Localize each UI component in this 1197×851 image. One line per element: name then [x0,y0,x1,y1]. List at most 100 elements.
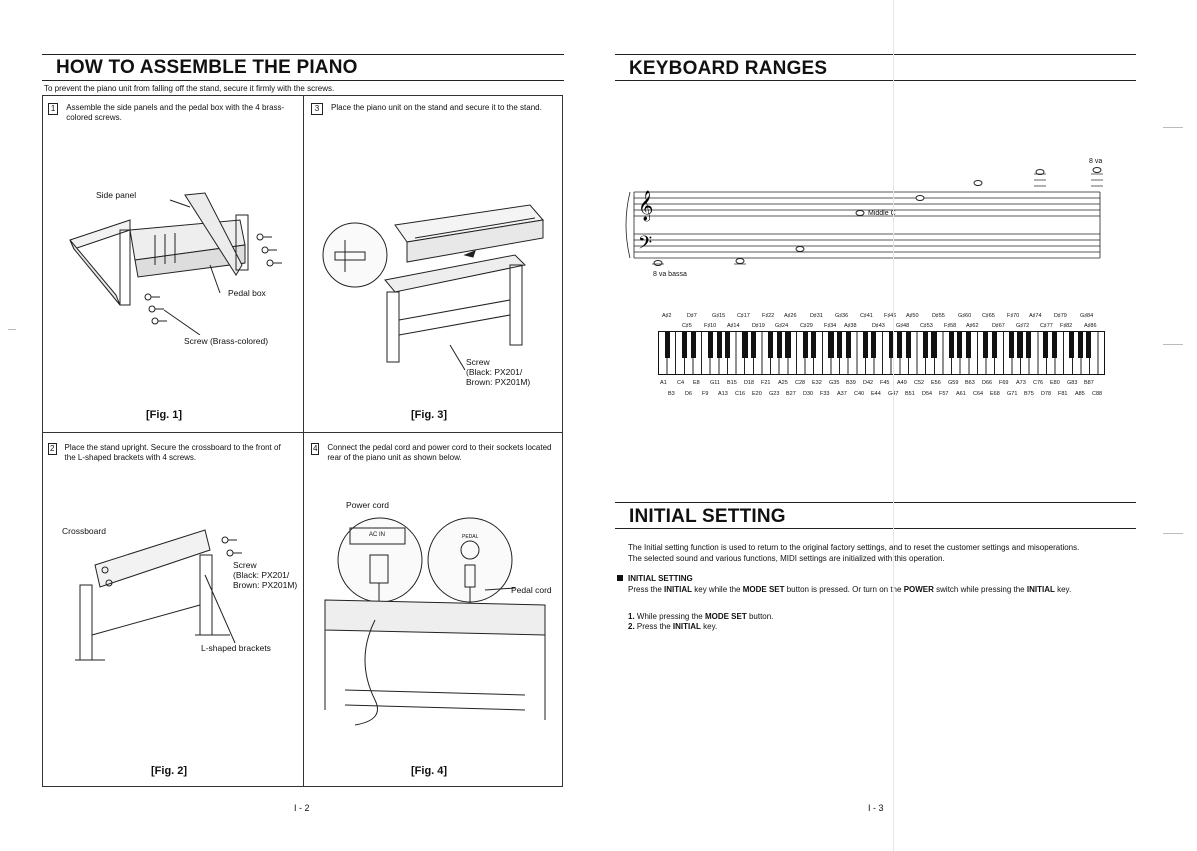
fig1-screw-label: Screw (Brass-colored) [184,336,269,346]
black-key [871,332,877,358]
note-label: E56 [931,380,941,386]
note-label: E68 [990,391,1000,397]
black-key [1077,332,1083,358]
note-label: F♯46 [884,313,897,319]
note-label: F33 [820,391,830,397]
note-label: A♯38 [844,323,857,329]
note-label: G35 [829,380,840,386]
black-key [1017,332,1023,358]
note-label: E32 [812,380,822,386]
step-2: 2 Place the stand upright. Secure the cr… [48,443,293,463]
note-label: C♯53 [920,323,933,329]
note-label: A♯2 [662,313,672,319]
note-label: A♯86 [1084,323,1097,329]
note-label: C♯5 [682,323,692,329]
note-label: G59 [948,380,959,386]
black-key [922,332,929,358]
note-label: B51 [905,391,915,397]
scan-artifact [1163,344,1183,345]
bullet-square-icon [617,575,623,581]
fig4-illustration [324,517,546,726]
piano-keyboard [658,331,1105,375]
instr-text: button is pressed. Or turn on the [784,585,904,594]
note-label: F21 [761,380,771,386]
fig3-illustration [322,204,544,371]
note-label: D78 [1041,391,1052,397]
note-label: C40 [854,391,865,397]
note-label: D♯55 [932,313,945,319]
note-label: G♯36 [835,313,849,319]
note-label: F♯70 [1007,313,1020,319]
step-number: 3 [311,103,323,115]
assembly-intro: To prevent the piano unit from falling o… [44,84,335,93]
left-page-number: I - 2 [294,803,310,813]
fig3-screw-line: (Black: PX201/ [466,367,523,377]
scan-artifact [893,0,894,851]
note-label: F57 [939,391,949,397]
scan-artifact [8,329,16,330]
black-key [948,332,954,358]
note-label: F45 [880,380,890,386]
note-label: A25 [778,380,788,386]
note-label: A♯74 [1029,313,1042,319]
note-label: D42 [863,380,874,386]
note-label: B63 [965,380,975,386]
black-key [1026,332,1032,358]
note-label: C♯41 [860,313,873,319]
note-label: G71 [1007,391,1018,397]
step-text: Assemble the side panels and the pedal b… [66,103,285,122]
black-key [897,332,903,358]
black-key [716,332,722,358]
instr-key: MODE SET [742,585,785,594]
note-label: A61 [956,391,966,397]
note-label: G23 [769,391,780,397]
step-text: Place the stand upright. Secure the cros… [64,443,281,462]
instr-key: INITIAL [664,585,693,594]
grand-staff: 𝄞 𝄢 [625,167,1103,266]
black-key [1008,332,1015,358]
scan-artifact [1163,533,1183,534]
note-label: A♯62 [966,323,979,329]
note-label: C♯77 [1040,323,1053,329]
note-label: F♯82 [1060,323,1073,329]
note-label: C16 [735,391,746,397]
step-1: 1 Assemble the side panels and the pedal… [48,103,293,123]
note-label: A♯50 [906,313,919,319]
note-label: D♯7 [687,313,697,319]
fig2-screw-label: Screw (Black: PX201/ Brown: PX201M) [233,560,297,590]
black-key [965,332,972,358]
note-label: D♯43 [872,323,885,329]
note-label: D6 [685,391,693,397]
initial-list: 1. While pressing the MODE SET button. 2… [628,612,928,632]
note-label: F81 [1058,391,1068,397]
black-key [931,332,937,358]
note-label: A♯14 [727,323,740,329]
step-4: 4 Connect the pedal cord and power cord … [311,443,556,463]
ottava-label: 8 va [1089,158,1103,165]
step-number: 1 [48,103,59,115]
fig1-pedal-box-label: Pedal box [228,288,266,298]
initial-subtitle: INITIAL SETTING [628,574,693,583]
note-label: E44 [871,391,881,397]
black-key [983,332,989,358]
fig2-screw-line: Brown: PX201M) [233,580,298,590]
note-label: A13 [718,391,728,397]
fig2-screw-line: Screw [233,560,257,570]
note-label: C♯65 [982,313,995,319]
note-label: C4 [677,380,685,386]
fig3-screw-label: Screw (Black: PX201/ Brown: PX201M) [466,357,530,387]
list-text: While pressing the [636,612,705,621]
step-number: 2 [48,443,57,455]
instr-key: POWER [903,585,934,594]
initial-instruction: Press the INITIAL key while the MODE SET… [628,585,1138,595]
upper-note-row-2: C♯5 F♯10 A♯14 D♯19 G♯24 C♯29 F♯34 A♯38 D… [682,323,1112,332]
black-key [682,332,688,358]
fig2-illustration [75,529,242,661]
note-label: C88 [1092,391,1103,397]
left-page-title: HOW TO ASSEMBLE THE PIANO [56,57,358,78]
note-label: B75 [1024,391,1034,397]
note-label: G♯24 [775,323,789,329]
black-key [836,332,843,358]
note-label: D54 [922,391,933,397]
note-label: A73 [1016,380,1026,386]
